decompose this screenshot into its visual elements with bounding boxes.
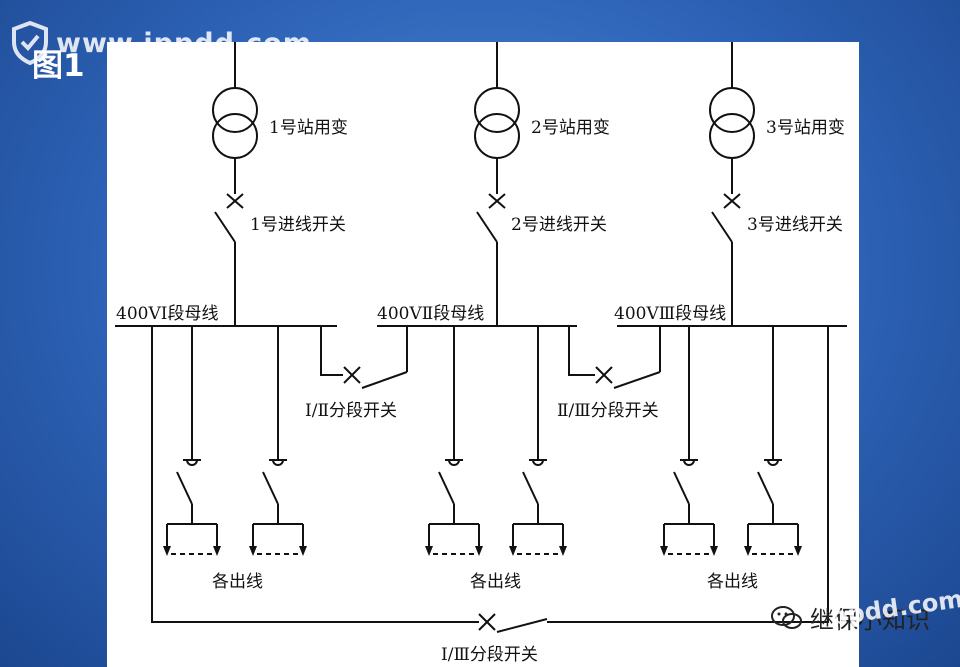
tie-switch-2-3 bbox=[568, 326, 661, 389]
diagram-panel: 1号站用变 2号站用变 3号站用变 1号进线开关 2号进线开关 3号进线开关 4… bbox=[107, 42, 859, 667]
label-bus-2: 400VⅡ段母线 bbox=[377, 304, 485, 324]
label-bus-1: 400VⅠ段母线 bbox=[116, 304, 219, 324]
feeder-5 bbox=[660, 326, 718, 556]
label-transformer-3: 3号站用变 bbox=[766, 118, 845, 138]
feeder-1 bbox=[163, 326, 221, 556]
label-bus-3: 400VⅢ段母线 bbox=[614, 304, 727, 324]
label-tie-2-3: Ⅱ/Ⅲ分段开关 bbox=[557, 401, 659, 421]
label-incoming-switch-3: 3号进线开关 bbox=[747, 215, 843, 235]
label-incoming-switch-1: 1号进线开关 bbox=[250, 215, 346, 235]
wechat-account-name: 继保小知识 bbox=[810, 606, 930, 634]
label-transformer-2: 2号站用变 bbox=[531, 118, 610, 138]
incoming-switch-1 bbox=[214, 193, 244, 326]
tie-switch-1-2 bbox=[320, 326, 408, 389]
label-feeders-bus-1: 各出线 bbox=[212, 572, 263, 592]
label-incoming-switch-2: 2号进线开关 bbox=[511, 215, 607, 235]
tie-switch-1-3 bbox=[151, 326, 829, 633]
transformer-2 bbox=[474, 42, 520, 194]
feeder-6 bbox=[744, 326, 802, 556]
feeder-2 bbox=[249, 326, 307, 556]
label-tie-1-3: Ⅰ/Ⅲ分段开关 bbox=[441, 645, 538, 665]
label-feeders-bus-3: 各出线 bbox=[707, 572, 758, 592]
incoming-switch-2 bbox=[476, 193, 506, 326]
shield-logo-icon bbox=[12, 20, 48, 66]
figure-label: 图1 bbox=[32, 48, 85, 84]
wechat-account: 继保小知识 bbox=[770, 600, 930, 635]
feeder-3 bbox=[425, 326, 483, 556]
feeder-4 bbox=[509, 326, 567, 556]
transformer-3 bbox=[709, 42, 755, 194]
wechat-icon bbox=[771, 605, 802, 629]
feeders bbox=[163, 326, 802, 556]
single-line-diagram bbox=[115, 42, 847, 633]
transformer-1 bbox=[212, 42, 258, 194]
label-tie-1-2: Ⅰ/Ⅱ分段开关 bbox=[305, 401, 397, 421]
label-feeders-bus-2: 各出线 bbox=[470, 572, 521, 592]
label-transformer-1: 1号站用变 bbox=[269, 118, 348, 138]
incoming-switch-3 bbox=[711, 193, 741, 326]
